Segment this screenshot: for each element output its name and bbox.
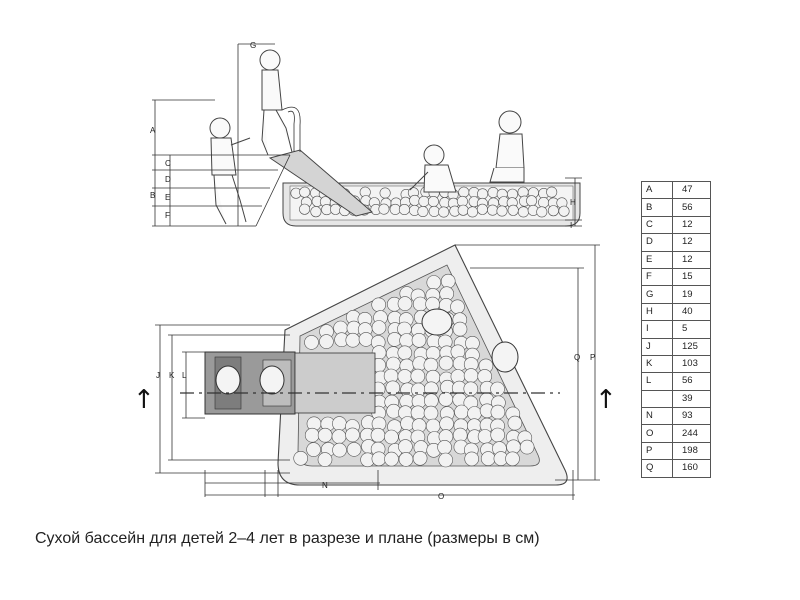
dim-label-e: E (165, 193, 170, 202)
dimension-value: 56 (672, 372, 711, 391)
dimension-value: 19 (672, 285, 711, 304)
plan-balls (293, 273, 535, 468)
dimension-value: 40 (672, 302, 711, 322)
dim-label-c: C (165, 159, 171, 168)
dimension-key: G (641, 285, 673, 304)
dimension-key: Q (641, 459, 673, 478)
dim-label-d: D (165, 175, 171, 184)
dimension-key: H (641, 302, 673, 322)
section-view: A B C D E F G H I (150, 41, 582, 230)
dim-label-o: O (438, 492, 444, 501)
dimension-key: I (641, 320, 673, 339)
dim-label-j: J (156, 371, 160, 380)
dimension-value: 103 (672, 354, 711, 374)
slide-plan (294, 352, 376, 414)
dimension-value: 244 (672, 424, 711, 443)
dimension-value: 125 (672, 337, 711, 356)
dimension-value: 12 (672, 233, 711, 252)
dimension-key: L (641, 372, 673, 391)
dim-label-b: B (150, 191, 155, 200)
dim-label-a: A (150, 126, 156, 135)
dimension-key: C (641, 215, 673, 235)
dimension-value: 39 (672, 389, 711, 409)
dimension-key: K (641, 354, 673, 374)
section-arrow-left: ↑ (133, 385, 155, 415)
dimension-key: P (641, 441, 673, 461)
dim-label-h: H (570, 198, 576, 207)
child-figures-section (209, 49, 525, 225)
dimension-value: 56 (672, 198, 711, 217)
dimension-value: 47 (672, 180, 711, 200)
dim-label-p: P (590, 353, 595, 362)
dimension-key: J (641, 337, 673, 356)
dimension-key: B (641, 198, 673, 217)
dimension-value: 15 (672, 267, 711, 287)
dimension-key: N (641, 407, 673, 426)
dimension-key: F (641, 267, 673, 287)
plan-view: ↑ ↑ J K L N (133, 244, 617, 501)
dim-label-q: Q (574, 353, 580, 362)
dimension-value: 12 (672, 250, 711, 269)
dimension-key: A (641, 180, 673, 200)
dimension-key (641, 389, 673, 409)
dimension-key: O (641, 424, 673, 443)
dimension-row: 39 (641, 389, 711, 409)
ladder (240, 154, 291, 227)
dim-label-f: F (165, 211, 170, 220)
section-arrow-right: ↑ (595, 385, 617, 415)
slide (268, 149, 374, 217)
dimension-value: 5 (672, 320, 711, 339)
dim-label-g: G (250, 41, 256, 50)
dim-label-n: N (322, 481, 328, 490)
dim-label-i: I (570, 221, 572, 230)
section-dimensions: A B C D E F G H I (150, 41, 582, 230)
caption: Сухой бассейн для детей 2–4 лет в разрез… (35, 530, 540, 547)
dimension-value: 12 (672, 215, 711, 235)
dimension-value: 198 (672, 441, 711, 461)
dimension-value: 93 (672, 407, 711, 426)
plan-dimensions: J K L N O P Q (155, 244, 600, 501)
dimension-key: E (641, 250, 673, 269)
dimension-key: D (641, 233, 673, 252)
dim-label-l: L (182, 371, 187, 380)
dimension-value: 160 (672, 459, 711, 478)
dim-label-k: K (169, 371, 175, 380)
